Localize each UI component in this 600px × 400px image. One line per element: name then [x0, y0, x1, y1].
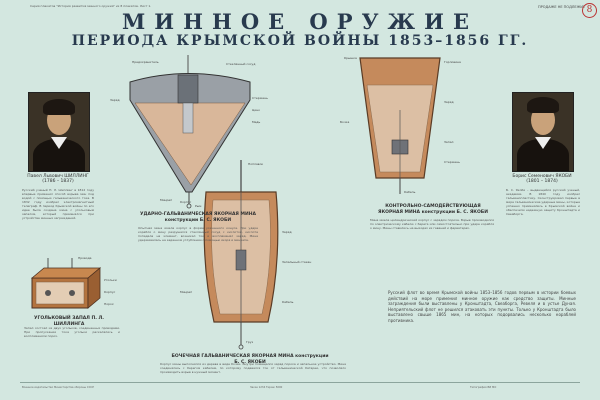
fuse-box-interior [35, 281, 85, 305]
callout-m3-6: Груз [246, 340, 254, 344]
poster-title: МИННОЕ ОРУЖИЕ [122, 9, 478, 34]
fuse-box-side [87, 267, 101, 309]
callout-m3-2: Корпус [180, 200, 192, 204]
series-note: Серия плакатов "История развития минного… [30, 4, 152, 8]
callout-m1-3: Заряд [110, 98, 120, 102]
callout-m3-1: Поплавок [248, 162, 264, 166]
callout-m3-4: Запальный стакан [282, 260, 312, 264]
callout-fuse-1: Провода [78, 256, 92, 260]
mine3-drawing [203, 160, 279, 350]
poster-subtitle: ПЕРИОДА КРЫМСКОЙ ВОЙНЫ 1853–1856 ГГ. [71, 33, 529, 49]
right-person-name-text: Борис Семенович ЯКОБИ [512, 174, 572, 179]
mine1-ring [186, 203, 192, 209]
hair-shape [527, 97, 559, 113]
callout-m2-4: Заряд [444, 100, 454, 104]
callout-m2-2: Горловина [444, 60, 461, 64]
mine3-fuse [235, 249, 247, 271]
mine1-label: УДАРНО-ГАЛЬВАНИЧЕСКАЯ ЯКОРНАЯ МИНА конст… [140, 212, 256, 223]
sale-note: ПРОДАЖЕ НЕ ПОДЛЕЖИТ [538, 5, 586, 9]
right-person-years: (1801 – 1874) [526, 179, 558, 184]
portrait-jacobi [512, 92, 574, 172]
number-badge: 8 [582, 3, 597, 18]
mine3-ring [238, 344, 244, 350]
fuse-coal-1 [45, 290, 51, 296]
callout-fuse-4: Порох [104, 302, 114, 306]
fuse-coal-2 [69, 290, 75, 296]
callout-m2-1: Крышка [344, 56, 357, 60]
callout-m2-5: Бочка [340, 120, 350, 124]
footer-print-left: Военное издательство Министерства оборон… [22, 386, 94, 389]
left-person-years: (1786 – 1837) [42, 179, 74, 184]
callout-m2-3: Запал [444, 140, 454, 144]
callout-m3-7: Кабель [282, 300, 294, 304]
fuse-text: Запал состоял из двух угольков, соединен… [24, 326, 120, 338]
fuse-drawing [30, 258, 102, 309]
left-person-bio: Русский ученый П. Л. Шиллинг в 1812 году… [22, 188, 94, 220]
mine3-text: Корпус мины выполнялся из дерева в виде … [160, 362, 346, 374]
right-person-bio: Б. С. Якоби – выдающийся русский ученый,… [506, 188, 580, 216]
callout-fuse-3: Корпус [104, 290, 116, 294]
callout-m1-2: Стеклянный сосуд [226, 62, 256, 66]
callout-m3-3: Заряд [282, 230, 292, 234]
callout-m3-5: Минреп [180, 290, 193, 294]
callout-m1-8: Рым [195, 204, 202, 208]
mine1-text: Опытная мина имела корпус в форме усечен… [138, 226, 258, 242]
footer-divider [20, 382, 580, 383]
callout-m2-7: Стержень [444, 160, 460, 164]
portrait-shilling [28, 92, 90, 172]
mine1-drawing [129, 55, 251, 209]
callout-m2-6: Кабель [404, 190, 416, 194]
left-person-name: Павел Львович ШИЛЛИНГ (1786 – 1837) [24, 174, 92, 184]
callout-m1-5: Цинк [252, 108, 261, 112]
footer-print-right: Типография ВИ МО [470, 386, 497, 389]
mine1-rod [182, 102, 194, 134]
history-text: Русский флот во время Крымской войны 185… [388, 290, 576, 323]
hair-shape [43, 99, 75, 115]
mine1-fuse-chamber [177, 74, 199, 104]
callout-m1-7: Минреп [160, 198, 173, 202]
mine3-label: БОЧЕЧНАЯ ГАЛЬВАНИЧЕСКАЯ ЯКОРНАЯ МИНА кон… [171, 354, 329, 365]
callout-fuse-2: Угольки [104, 278, 117, 282]
footer-print-mid: Заказ 1234 Тираж 5000 [250, 386, 283, 389]
mine2-drawing [359, 57, 441, 194]
callout-m1-6: Медь [252, 120, 261, 124]
callout-m1-1: Предохранитель [132, 60, 159, 64]
callout-m1-4: Стержень [252, 96, 268, 100]
fuse-label: УГОЛЬКОВЫЙ ЗАПАЛ П. Л. ШИЛЛИНГА [34, 316, 104, 327]
mine2-text: Мина имела цилиндрический корпус с заряд… [370, 218, 494, 230]
right-person-name: Борис Семенович ЯКОБИ (1801 – 1874) [508, 174, 576, 184]
mine2-label: КОНТРОЛЬНО-САМОДЕЙСТВУЮЩАЯ ЯКОРНАЯ МИНА … [377, 204, 488, 215]
left-person-name-text: Павел Львович ШИЛЛИНГ [27, 174, 89, 179]
